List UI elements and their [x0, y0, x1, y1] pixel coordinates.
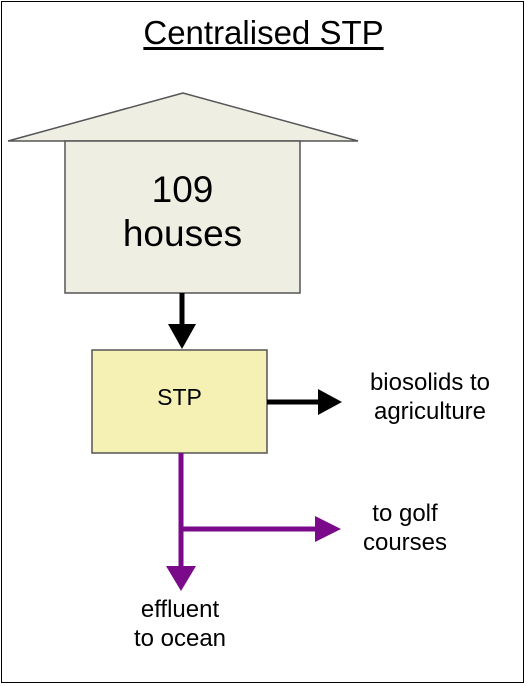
house-count: 109 — [151, 169, 214, 210]
diagram-title: Centralised STP — [143, 14, 384, 51]
biosolids-line2: agriculture — [373, 397, 487, 425]
arrowhead-effluent-to-golf — [315, 516, 341, 542]
arrowhead-house-to-stp — [168, 324, 196, 349]
golf-line2: courses — [362, 528, 448, 556]
house-roof — [7, 92, 359, 142]
house-unit: houses — [122, 213, 243, 255]
ocean-line1: effluent — [140, 596, 220, 623]
biosolids-label: biosolids to agriculture — [340, 369, 520, 427]
house-label: 109 houses — [65, 168, 300, 257]
arrowhead-effluent-to-ocean — [166, 566, 196, 591]
stp-box — [91, 349, 268, 454]
stp-label: STP — [157, 384, 202, 410]
biosolids-line1: biosolids to — [369, 369, 491, 396]
ocean-label: effluent to ocean — [95, 596, 265, 654]
golf-line1: to golf — [372, 500, 438, 527]
arrowhead-stp-to-biosolids — [318, 389, 342, 415]
golf-label: to golf courses — [340, 500, 470, 558]
house-body — [64, 140, 301, 294]
ocean-line2: to ocean — [133, 624, 227, 652]
